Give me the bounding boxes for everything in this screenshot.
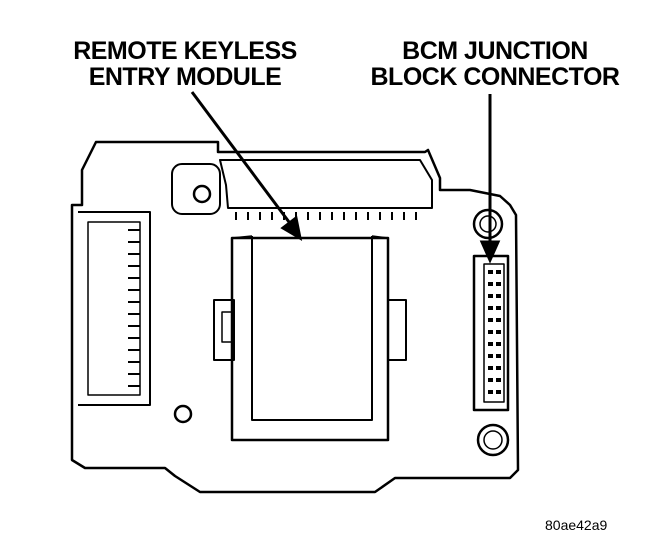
callout-rke-line2: ENTRY MODULE: [88, 63, 282, 91]
callout-bcm-line1: BCM JUNCTION: [402, 37, 588, 65]
figure-id: 80ae42a9: [545, 517, 608, 533]
module-latch-left: [213, 299, 235, 361]
left-edge-pins: [128, 229, 140, 387]
callout-bcm-junction-block-connector: BCM JUNCTION BLOCK CONNECTOR: [360, 38, 630, 90]
rke-arrowhead: [280, 215, 303, 241]
mount-hole-top-left: [192, 184, 212, 204]
left-edge-connector: [78, 211, 151, 406]
rke-module-bay: [230, 236, 390, 442]
callout-rke-line1: REMOTE KEYLESS: [73, 37, 297, 65]
top-edge-pins: [235, 212, 417, 220]
rke-leader-line: [190, 91, 294, 227]
mount-boss-top-left: [171, 163, 221, 215]
mount-hole-bottom-right: [476, 423, 510, 457]
bcm-arrowhead: [479, 240, 501, 264]
top-recess: [219, 159, 433, 209]
bcm-connector-pins: [488, 270, 501, 394]
board-outline: [70, 140, 520, 494]
callout-bcm-line2: BLOCK CONNECTOR: [370, 63, 620, 91]
mount-hole-right: [472, 208, 504, 240]
module-latch-right: [387, 299, 407, 361]
callout-remote-keyless-entry-module: REMOTE KEYLESS ENTRY MODULE: [55, 38, 315, 90]
mount-hole-bottom-left: [173, 404, 193, 424]
